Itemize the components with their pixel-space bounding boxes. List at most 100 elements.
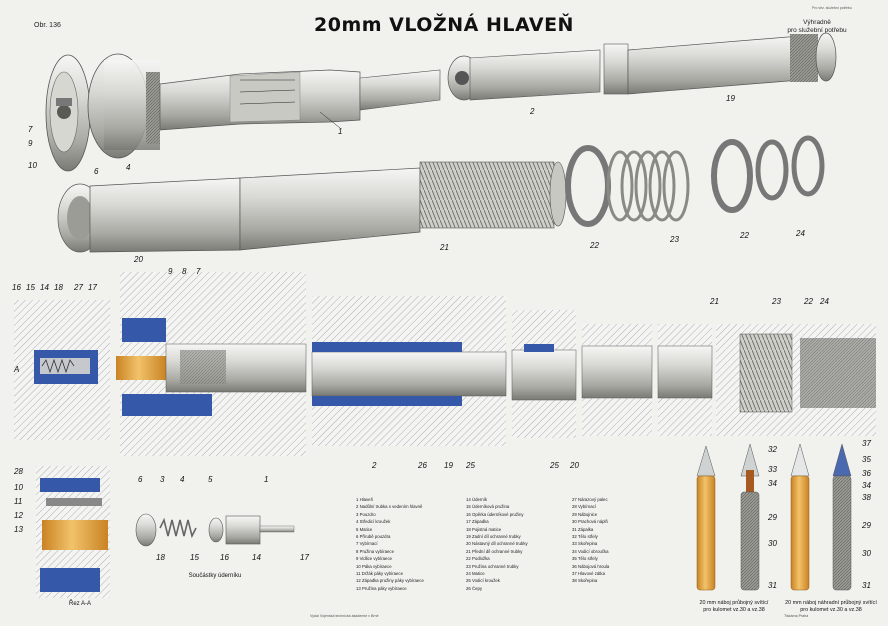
part-label: 34 bbox=[768, 479, 777, 488]
barrel-sleeve bbox=[469, 49, 601, 101]
part-label: 16 bbox=[220, 553, 229, 562]
chamber-blue-upper bbox=[122, 318, 166, 342]
legend-item: 36 Nábojová hroula bbox=[572, 563, 610, 569]
part-label: 15 bbox=[26, 283, 35, 292]
part-label: 24 bbox=[795, 229, 805, 238]
section-3-blue bbox=[524, 344, 554, 352]
part-label: 9 bbox=[28, 139, 33, 148]
part-label: 30 bbox=[862, 549, 871, 558]
muzzle-thread-section bbox=[800, 338, 876, 408]
part-label: 21 bbox=[439, 243, 449, 252]
part-label: 4 bbox=[126, 163, 131, 172]
part-label: 33 bbox=[768, 465, 777, 474]
part-label: 31 bbox=[768, 581, 777, 590]
legend-item: 37 Hlavové zátka bbox=[572, 571, 605, 577]
tube-ribbed-end bbox=[549, 161, 567, 227]
legend-item: 20 Nástavný díl ochranné trubky bbox=[466, 541, 528, 547]
striker-14 bbox=[225, 515, 261, 545]
round-4-case-section bbox=[832, 475, 852, 591]
part-label: 20 bbox=[133, 255, 143, 264]
part-label: 32 bbox=[768, 445, 777, 454]
nut-24-a bbox=[755, 139, 789, 201]
rear-protective-tube bbox=[627, 35, 801, 95]
detail-a-blue-bottom bbox=[40, 568, 100, 592]
detail-a-cartridge bbox=[42, 520, 108, 550]
detail-a-lever bbox=[46, 498, 102, 506]
legend-item: 12 Západka pružiny páky vybíraece bbox=[356, 578, 424, 584]
detail-a-blue-top bbox=[40, 478, 100, 492]
legend-item: 21 Přední díl ochranné trubky bbox=[466, 548, 523, 554]
part-label: 28 bbox=[13, 467, 23, 476]
barrel-assembly-top bbox=[45, 32, 837, 172]
legend-item: 4 Středicí kroužek bbox=[356, 519, 391, 525]
legend-item: 18 Pojistná matice bbox=[466, 526, 502, 532]
legend-item: 8 Pružina vybíraece bbox=[356, 548, 394, 554]
ammunition bbox=[696, 443, 852, 591]
mid-blue-lower bbox=[312, 396, 462, 406]
legend-item: 6 Přírubě pouzdra bbox=[356, 534, 391, 540]
part-label: 5 bbox=[208, 475, 213, 484]
legend-item: 13 Pružina páky vybíraece bbox=[356, 585, 407, 591]
part-label: 34 bbox=[862, 481, 871, 490]
part-label: 19 bbox=[726, 94, 735, 103]
legend-item: 27 Nárazový palec bbox=[572, 497, 608, 502]
striker-bore bbox=[40, 358, 90, 374]
part-label: 18 bbox=[54, 283, 63, 292]
legend-item: 32 Tělo střely bbox=[572, 534, 598, 540]
legend-item: 26 Čepy bbox=[466, 585, 483, 591]
part-label: 23 bbox=[669, 235, 679, 244]
legend-item: 3 Pouzdro bbox=[356, 511, 376, 517]
rear-tube-end bbox=[815, 32, 837, 82]
legend-item: 11 Držák páky vybíraece bbox=[356, 571, 403, 577]
legend-column-2: 14 Úderník 15 Úderníková pružina 16 Opěr… bbox=[466, 496, 528, 592]
part-label: 4 bbox=[180, 475, 185, 484]
part-label: 12 bbox=[14, 511, 23, 520]
mid-section-tube bbox=[311, 351, 507, 397]
part-label: 21 bbox=[709, 297, 719, 306]
part-label: 25 bbox=[549, 461, 559, 470]
part-label: 14 bbox=[252, 553, 261, 562]
part-label: 16 bbox=[12, 283, 21, 292]
part-label: 10 bbox=[28, 161, 37, 170]
striker-parts bbox=[135, 513, 295, 547]
detail-section-a-a bbox=[36, 466, 110, 598]
nut-24-b bbox=[791, 135, 825, 197]
legend-item: 23 Pružina ochranné trubky bbox=[466, 563, 519, 569]
part-label: 37 bbox=[862, 439, 871, 448]
part-label: 35 bbox=[862, 455, 871, 464]
muzzle-spring-section bbox=[739, 333, 793, 413]
part-label: 15 bbox=[190, 553, 199, 562]
legend-item: 15 Úderníková pružina bbox=[466, 504, 510, 510]
part-label: 29 bbox=[767, 513, 777, 522]
legend-item: 34 Vodicí obroučka bbox=[572, 548, 609, 554]
legend-column-3: 27 Nárazový palec 28 Vybírnací 29 Nábojn… bbox=[572, 496, 609, 585]
spring-seat-16 bbox=[208, 517, 224, 543]
washer-22-right bbox=[711, 139, 753, 213]
tube-mid-body bbox=[239, 167, 421, 251]
round-2-case-section bbox=[740, 491, 760, 591]
legend-item: 2 Nadůlní trubka s vedením hlavně bbox=[356, 504, 423, 510]
legend-item: 29 Nábojnice bbox=[572, 511, 598, 517]
printer-note: Tiskárna Praha bbox=[784, 614, 809, 618]
legend-item: 5 Matice bbox=[356, 526, 373, 532]
barrel-section-lugs bbox=[180, 350, 226, 384]
striker-parts-caption: Součástky úderníku bbox=[188, 573, 242, 579]
flute-line bbox=[239, 101, 296, 105]
tube-spring-23 bbox=[606, 150, 690, 222]
knurled-nut bbox=[146, 72, 160, 144]
legend-item: 9 Vidlice vybíraece bbox=[356, 556, 392, 562]
part-label: 2 bbox=[371, 461, 377, 470]
section-cut-mark: A bbox=[13, 365, 19, 374]
part-label: 22 bbox=[803, 297, 813, 306]
part-label: 9 bbox=[168, 267, 173, 276]
tube-front-body bbox=[89, 177, 241, 253]
legend-item: 24 Matice bbox=[466, 571, 485, 577]
part-label: 1 bbox=[264, 475, 268, 484]
part-label: 13 bbox=[14, 525, 23, 534]
part-label: 18 bbox=[156, 553, 165, 562]
part-label: 27 bbox=[73, 283, 83, 292]
part-label: 36 bbox=[862, 469, 871, 478]
legend-item: 38 Skořepina bbox=[572, 578, 598, 584]
round-3-projectile bbox=[790, 443, 810, 477]
tube-ribbed-section bbox=[419, 161, 555, 229]
